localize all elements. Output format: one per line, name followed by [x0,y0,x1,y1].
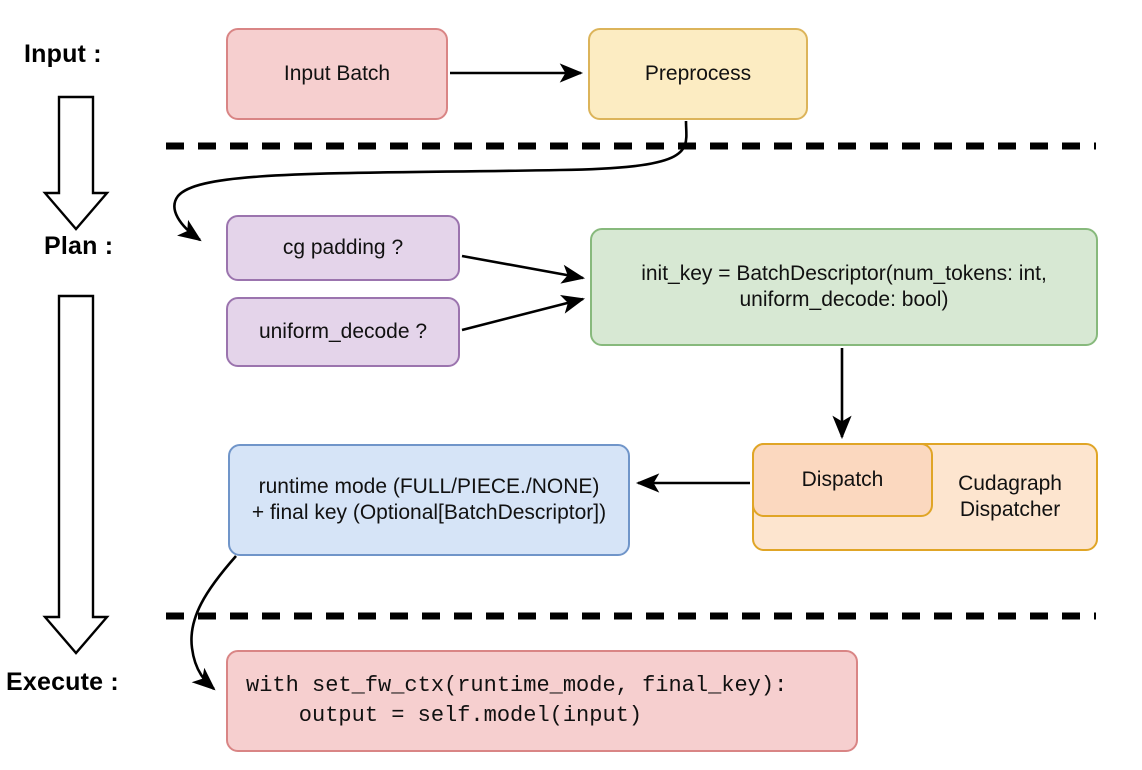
execute-code-text: with set_fw_ctx(runtime_mode, final_key)… [246,673,788,728]
stage-block-arrow-input-to-plan [42,95,110,231]
stage-label-execute: Execute : [6,668,119,696]
edge-cg-padding-to-init-key [461,254,586,284]
init-key-label: init_key = BatchDescriptor(num_tokens: i… [641,261,1047,311]
stage-label-plan: Plan : [44,232,114,260]
cudagraph-dispatcher-label: Cudagraph Dispatcher [958,471,1062,521]
preprocess-label: Preprocess [644,61,752,85]
cg-padding-box[interactable]: cg padding ? [226,215,460,281]
dispatch-label: Dispatch [801,467,884,491]
cg-padding-label: cg padding ? [282,235,404,259]
runtime-mode-box[interactable]: runtime mode (FULL/PIECE./NONE) + final … [228,444,630,556]
preprocess-box[interactable]: Preprocess [588,28,808,120]
edge-uniform-decode-to-init-key [461,294,586,332]
runtime-mode-label: runtime mode (FULL/PIECE./NONE) + final … [251,474,607,524]
init-key-box[interactable]: init_key = BatchDescriptor(num_tokens: i… [590,228,1098,346]
stage-label-input: Input : [24,40,102,68]
uniform-decode-box[interactable]: uniform_decode ? [226,297,460,367]
dispatch-box[interactable]: Dispatch [752,443,933,517]
input-batch-box[interactable]: Input Batch [226,28,448,120]
execute-code-box[interactable]: with set_fw_ctx(runtime_mode, final_key)… [226,650,858,752]
uniform-decode-label: uniform_decode ? [258,319,428,343]
input-batch-label: Input Batch [283,61,391,85]
stage-block-arrow-plan-to-execute [42,294,110,655]
